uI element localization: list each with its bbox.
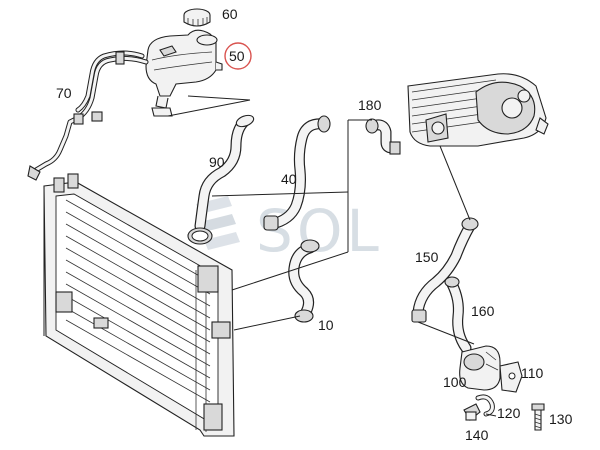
label-pump: 100 — [443, 374, 467, 390]
label-hose-10: 10 — [318, 317, 334, 333]
label-tank-hose: 70 — [56, 85, 72, 101]
coolant-hose-40 — [263, 115, 331, 231]
label-fitting: 140 — [465, 427, 489, 443]
label-hose-180: 180 — [358, 97, 382, 113]
radiator — [43, 173, 235, 437]
engine-cooling-module — [407, 73, 549, 147]
hose-160 — [444, 276, 472, 354]
label-tank: 50 — [229, 48, 245, 64]
label-hose-150: 150 — [415, 249, 439, 265]
hose-clip — [475, 394, 495, 417]
upper-radiator-hose — [187, 114, 255, 245]
label-cap: 60 — [222, 6, 238, 22]
watermark-text: SOL — [256, 197, 383, 265]
callout-labels: 60 50 70 90 40 180 10 150 160 100 110 12… — [56, 6, 573, 443]
reservoir-cap — [183, 8, 211, 27]
tank-breather-hose — [27, 50, 149, 181]
electric-water-pump — [459, 345, 501, 391]
label-upper-hose: 90 — [209, 154, 225, 170]
lower-hose-10 — [288, 239, 320, 323]
expansion-tank — [145, 29, 223, 117]
hose-fitting — [463, 403, 481, 421]
label-bolt: 130 — [549, 411, 573, 427]
highlight-circle-icon — [224, 42, 252, 70]
hose-150 — [411, 217, 479, 323]
label-hose-40: 40 — [281, 171, 297, 187]
pump-bracket — [499, 361, 523, 393]
watermark: SOL — [196, 196, 383, 265]
bolt — [531, 403, 545, 431]
label-bracket: 110 — [521, 365, 544, 381]
leader-lines — [167, 95, 497, 417]
label-hose-160: 160 — [471, 303, 495, 319]
label-clip: 120 — [497, 405, 521, 421]
hose-180 — [365, 118, 401, 155]
